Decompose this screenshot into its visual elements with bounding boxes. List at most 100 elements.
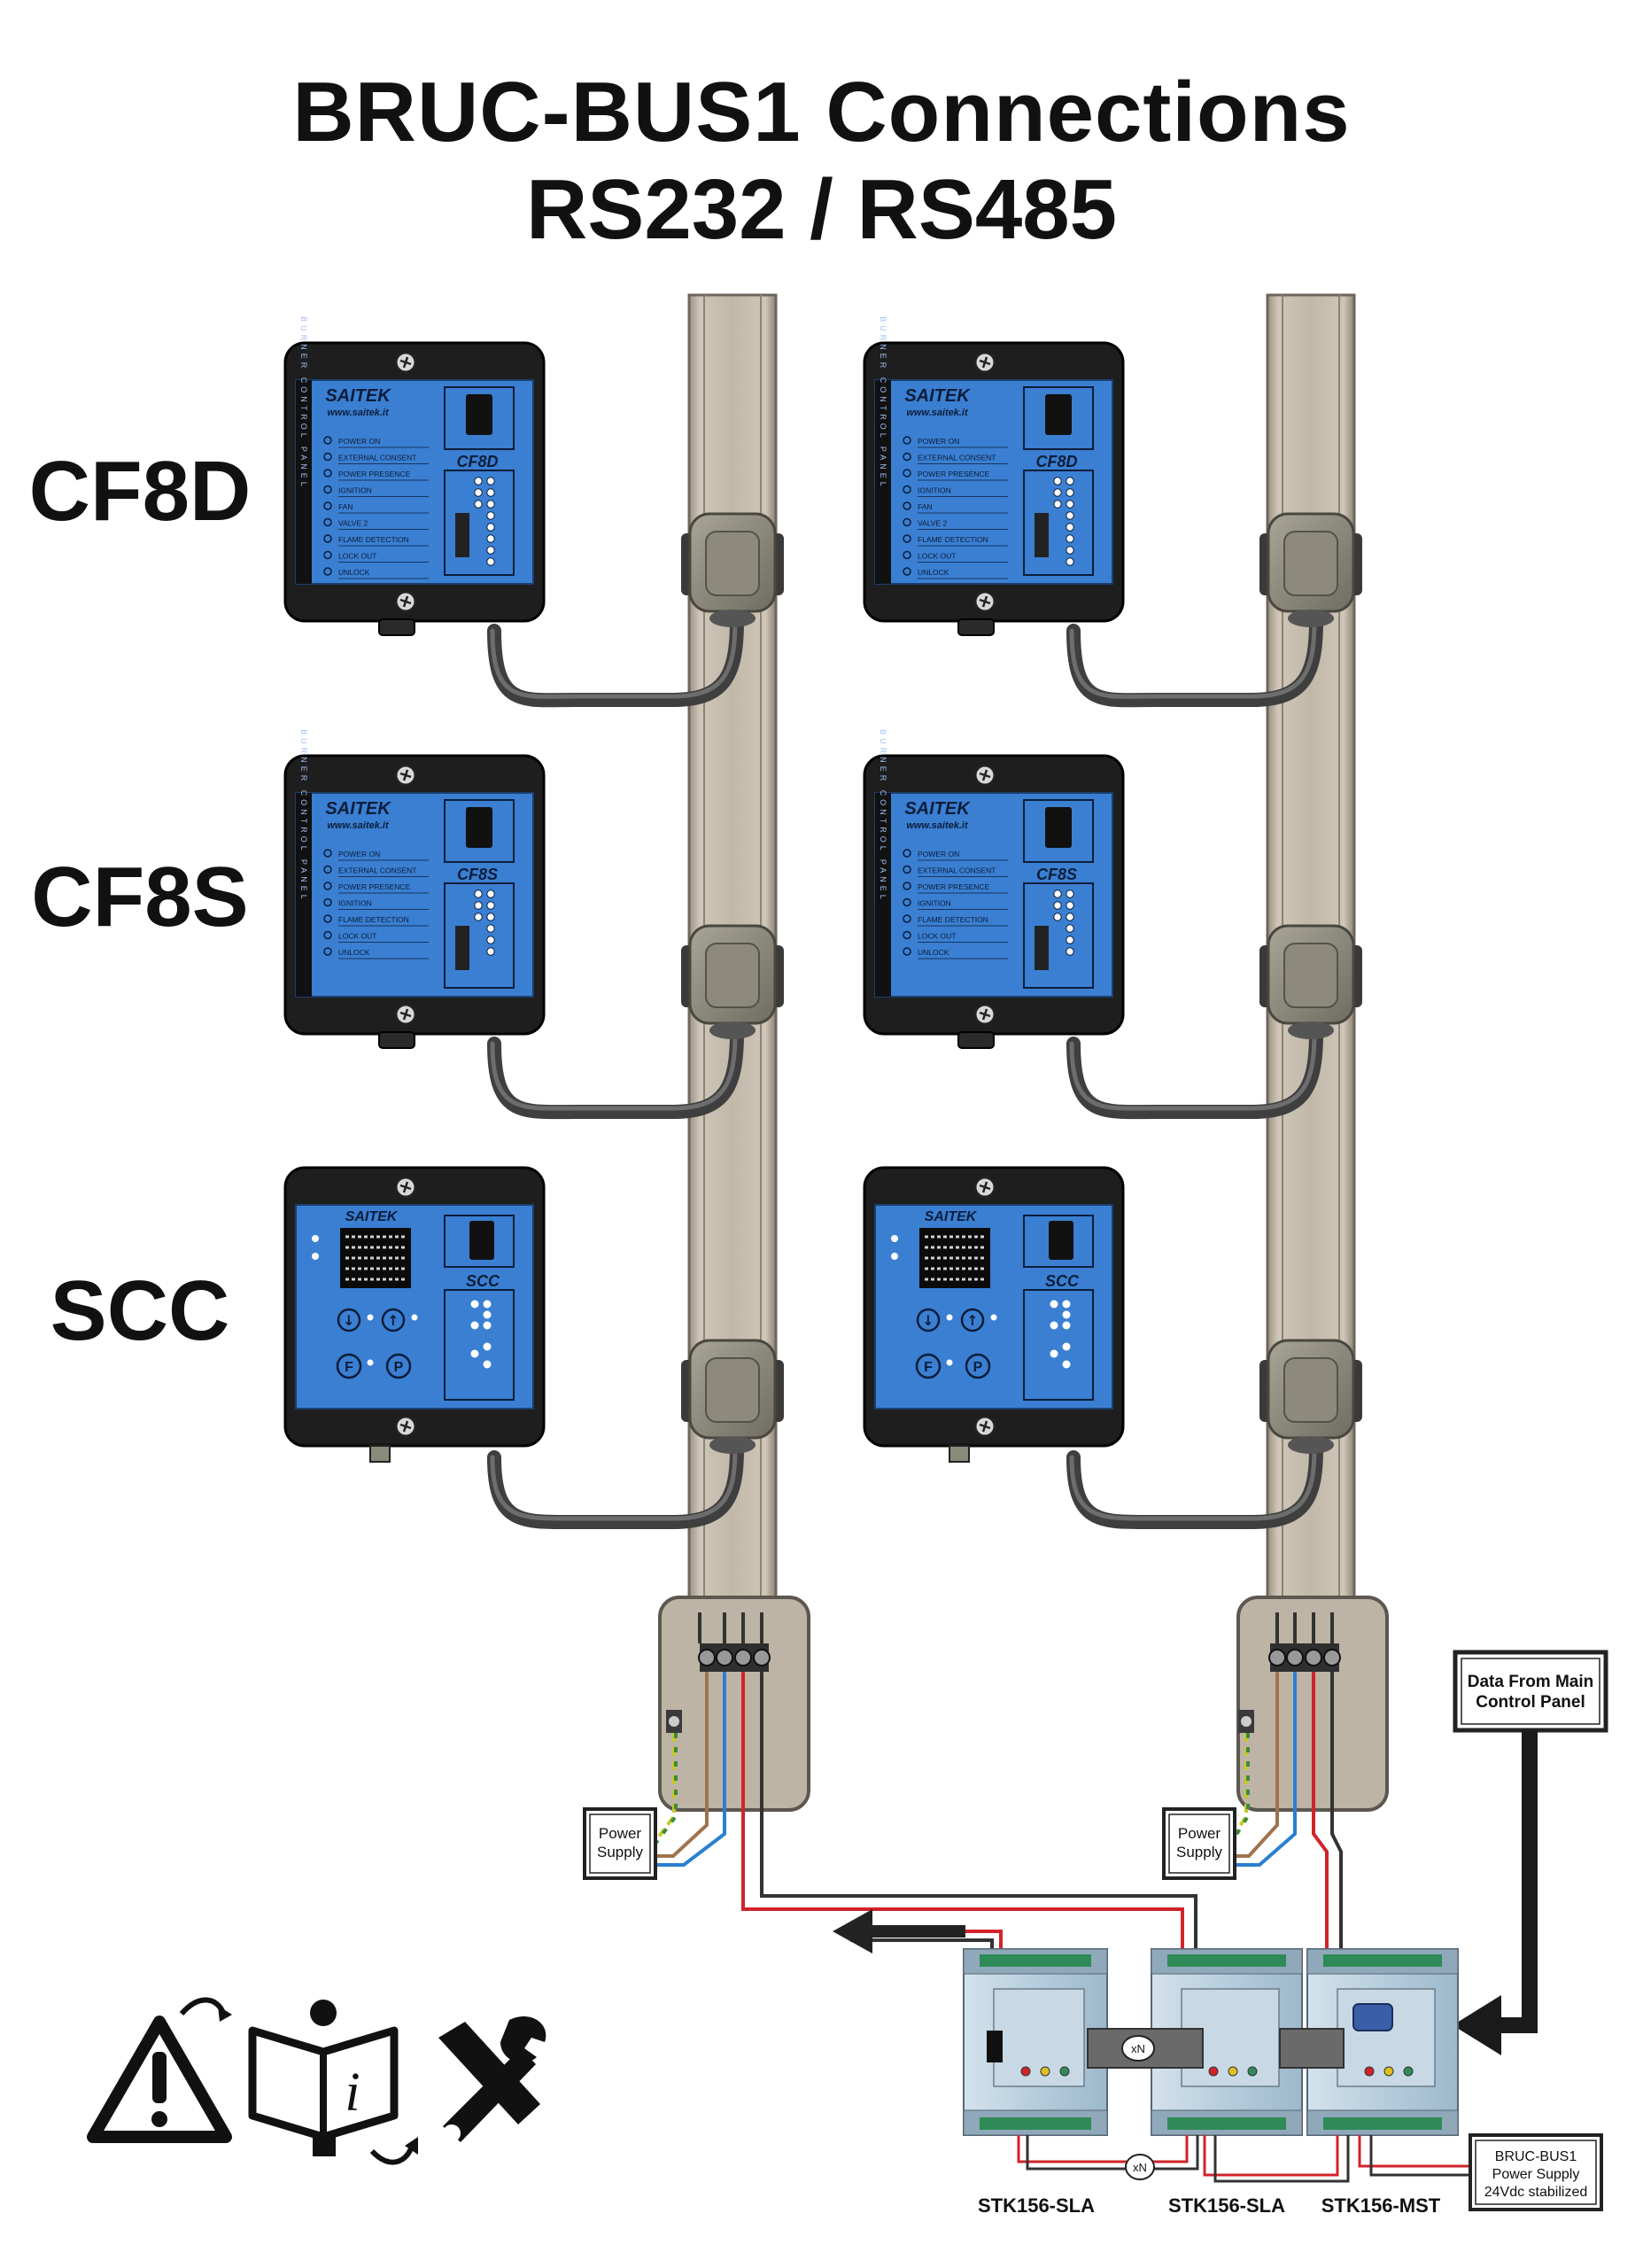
status-led bbox=[486, 947, 495, 956]
module-led bbox=[1364, 2066, 1375, 2077]
button-p[interactable] bbox=[965, 1353, 991, 1379]
status-led bbox=[891, 1235, 898, 1242]
status-led bbox=[1066, 901, 1074, 910]
dip-switch[interactable] bbox=[987, 2031, 1003, 2062]
fuse-slot bbox=[1035, 926, 1049, 970]
row-label-cf8s: CF8S bbox=[31, 850, 249, 944]
status-led bbox=[483, 1321, 492, 1330]
status-led bbox=[1066, 500, 1074, 509]
button-p[interactable] bbox=[385, 1353, 412, 1379]
indicator-icon bbox=[903, 914, 911, 923]
indicator-label: LOCK OUT bbox=[918, 932, 956, 941]
power-switch[interactable] bbox=[1045, 807, 1072, 848]
cable-gland-icon bbox=[957, 618, 995, 636]
button-f[interactable] bbox=[336, 1353, 362, 1379]
status-led bbox=[1053, 889, 1062, 898]
arrow-down-icon: ↓ bbox=[343, 1312, 354, 1329]
power-switch[interactable] bbox=[466, 807, 492, 848]
bus-power-supply-box: BRUC-BUS1 Power Supply 24Vdc stabilized bbox=[1469, 2133, 1603, 2211]
indicator-label: UNLOCK bbox=[338, 948, 370, 957]
power-supply-label-line2: Supply bbox=[1176, 1844, 1222, 1860]
status-led bbox=[486, 901, 495, 910]
indicator-icon bbox=[323, 897, 332, 907]
indicator-icon bbox=[323, 436, 332, 445]
indicator-label: FLAME DETECTION bbox=[338, 535, 409, 544]
bus-power-line2: Power Supply bbox=[1492, 2167, 1580, 2182]
indicator-label: POWER PRESENCE bbox=[338, 470, 411, 478]
main-panel-label-line2: Control Panel bbox=[1476, 1693, 1585, 1712]
row-label-scc: SCC bbox=[50, 1263, 230, 1358]
module-label: STK156-SLA bbox=[978, 2194, 1095, 2217]
screw-icon bbox=[973, 1415, 996, 1438]
screw-icon bbox=[973, 351, 996, 374]
terminal-block bbox=[1323, 1954, 1442, 1967]
status-led bbox=[474, 488, 483, 497]
status-led bbox=[1066, 546, 1074, 555]
terminal-block bbox=[980, 2117, 1091, 2130]
module-label: STK156-SLA bbox=[1168, 2194, 1285, 2217]
status-led bbox=[891, 1253, 898, 1260]
status-led bbox=[312, 1253, 319, 1260]
junction-internal-wires bbox=[698, 1612, 1334, 1643]
main-panel-label-line1: Data From Main bbox=[1468, 1673, 1594, 1691]
module-bottom-wires bbox=[1017, 2135, 1470, 2183]
power-switch[interactable] bbox=[469, 1221, 494, 1260]
arrow-up-button[interactable] bbox=[381, 1308, 406, 1332]
cable-gland-icon bbox=[378, 618, 415, 636]
module-led bbox=[1020, 2066, 1031, 2077]
power-switch[interactable] bbox=[466, 394, 492, 435]
tools-icon bbox=[438, 2016, 546, 2142]
status-led bbox=[474, 901, 483, 910]
arrow-down-button[interactable] bbox=[916, 1308, 941, 1332]
indicator-label: UNLOCK bbox=[918, 568, 949, 577]
indicator-label: POWER ON bbox=[918, 850, 959, 858]
status-led bbox=[1066, 523, 1074, 532]
lcd-display bbox=[919, 1228, 990, 1288]
status-led bbox=[1062, 1310, 1071, 1319]
panel-face bbox=[295, 1204, 534, 1410]
panel-face bbox=[874, 1204, 1113, 1410]
screw-icon bbox=[394, 1003, 417, 1026]
screw-icon bbox=[394, 1415, 417, 1438]
brand-website: www.saitek.it bbox=[327, 408, 390, 418]
indicator-label: POWER PRESENCE bbox=[918, 882, 990, 891]
status-led bbox=[470, 1349, 479, 1358]
status-led bbox=[474, 500, 483, 509]
power-switch[interactable] bbox=[1045, 394, 1072, 435]
page-subtitle: RS232 / RS485 bbox=[525, 162, 1118, 257]
button-f[interactable] bbox=[915, 1353, 942, 1379]
screw-icon bbox=[394, 764, 417, 787]
status-led bbox=[483, 1300, 492, 1309]
indicator-label: POWER PRESENCE bbox=[918, 470, 990, 478]
indicator-icon bbox=[323, 452, 332, 462]
status-led bbox=[1050, 1300, 1058, 1309]
module-led bbox=[1247, 2066, 1258, 2077]
arrow-down-button[interactable] bbox=[337, 1308, 361, 1332]
arrow-down-icon: ↓ bbox=[922, 1312, 934, 1329]
cable-gland-icon bbox=[957, 1031, 995, 1049]
cable-gland-icon bbox=[378, 1031, 415, 1049]
read-manual-icon: i bbox=[248, 2000, 399, 2156]
status-led bbox=[1053, 913, 1062, 921]
status-led bbox=[486, 889, 495, 898]
screw-icon bbox=[394, 590, 417, 613]
button-label: F bbox=[345, 1360, 353, 1375]
side-label: BURNER CONTROL PANEL bbox=[299, 316, 308, 490]
warning-triangle-icon bbox=[87, 2016, 232, 2143]
arrow-up-button[interactable] bbox=[960, 1308, 985, 1332]
warning-arrow-icon bbox=[179, 1997, 226, 2016]
brand-logo: SAITEK bbox=[904, 799, 971, 819]
indicator-label: IGNITION bbox=[918, 486, 951, 495]
indicator-icon bbox=[903, 452, 911, 462]
arrow-up-icon: ↑ bbox=[387, 1312, 399, 1329]
power-switch[interactable] bbox=[1049, 1221, 1073, 1260]
brand-logo: SAITEK bbox=[904, 386, 971, 406]
bus-power-line3: 24Vdc stabilized bbox=[1484, 2185, 1588, 2200]
module-bus-link-top: xN bbox=[1087, 2028, 1345, 2069]
